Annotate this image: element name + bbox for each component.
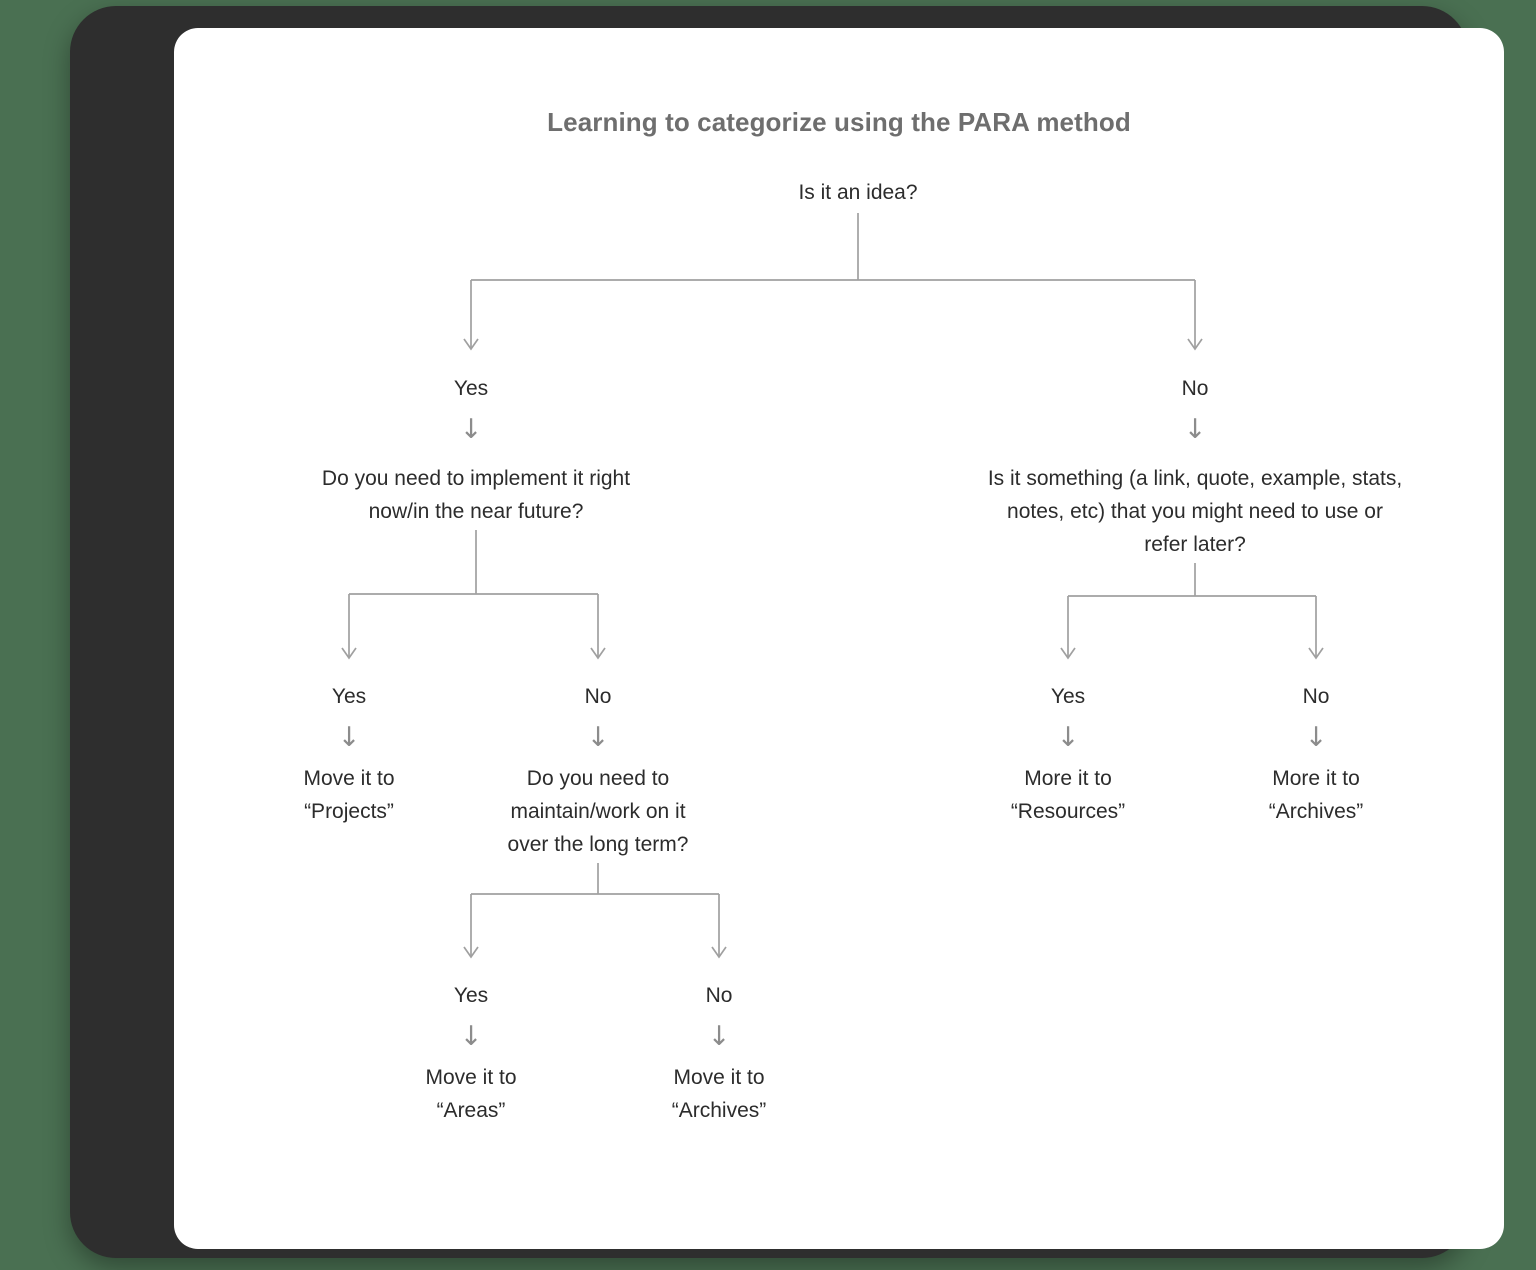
diagram-card: Learning to categorize using the PARA me… [174, 28, 1504, 1249]
arrowhead-right-no [1308, 647, 1324, 660]
branch-label-left-yes: Yes [331, 685, 367, 708]
branch-label-right-yes: Yes [1050, 685, 1086, 708]
arrow-down-icon-right-yes: ↓ [1056, 722, 1080, 753]
branch-label-root-no: No [1181, 377, 1209, 400]
node-outcome-resources: More it to “Resources” [1010, 767, 1126, 823]
diagram-canvas: Learning to categorize using the PARA me… [174, 28, 1504, 1249]
arrow-down-icon-right-no: ↓ [1304, 722, 1328, 753]
node-left-question: Do you need to implement it right now/in… [321, 467, 631, 523]
node-outcome-projects: Move it to “Projects” [303, 767, 395, 823]
arrowhead-deep-yes [463, 946, 479, 959]
node-root-question: Is it an idea? [798, 181, 918, 204]
node-right-question: Is it something (a link, quote, example,… [987, 467, 1403, 556]
page-title: Learning to categorize using the PARA me… [547, 107, 1131, 137]
arrowhead-root-left [463, 338, 479, 351]
arrow-down-icon-root-no: ↓ [1183, 414, 1207, 445]
branch-label-right-no: No [1302, 685, 1330, 708]
branch-label-left-no: No [584, 685, 612, 708]
branch-label-deep-no: No [705, 984, 733, 1007]
arrow-down-icon-root-yes: ↓ [459, 414, 483, 445]
arrow-down-icon-left-yes: ↓ [337, 722, 361, 753]
arrowhead-root-right [1187, 338, 1203, 351]
branch-label-deep-yes: Yes [453, 984, 489, 1007]
device-bezel: Learning to categorize using the PARA me… [70, 6, 1504, 1258]
node-outcome-archives-deep: Move it to “Archives” [671, 1066, 767, 1122]
arrowhead-left-no [590, 647, 606, 660]
arrow-down-icon-left-no: ↓ [586, 722, 610, 753]
arrowhead-deep-no [711, 946, 727, 959]
arrow-down-icon-deep-no: ↓ [707, 1021, 731, 1052]
arrowhead-left-yes [341, 647, 357, 660]
node-outcome-archives-right: More it to “Archives” [1268, 767, 1364, 823]
branch-label-root-yes: Yes [453, 377, 489, 400]
arrow-down-icon-deep-yes: ↓ [459, 1021, 483, 1052]
node-outcome-areas: Move it to “Areas” [425, 1066, 517, 1122]
arrowhead-right-yes [1060, 647, 1076, 660]
node-deep-question: Do you need to maintain/work on it over … [507, 767, 689, 856]
